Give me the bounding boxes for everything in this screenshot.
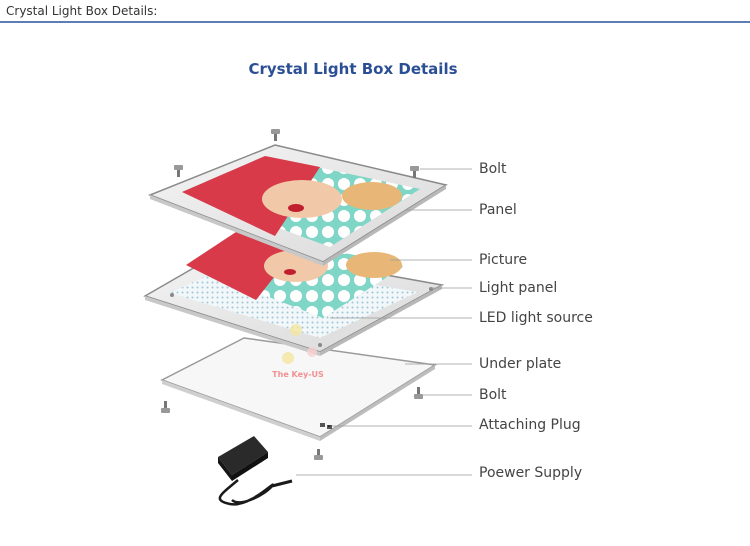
label-power-supply: Poewer Supply: [479, 465, 583, 481]
panel: [147, 144, 448, 266]
leader-lines: [296, 168, 472, 476]
picture: [186, 232, 406, 318]
label-light-panel: Light panel: [479, 280, 558, 296]
label-led-light-source: LED light source: [479, 310, 593, 326]
page-title: Crystal Light Box Details: [248, 60, 458, 78]
under-plate: [160, 337, 438, 441]
power-supply-icon: [218, 436, 293, 506]
label-under-plate: Under plate: [479, 356, 562, 372]
bolt-icon: [271, 129, 280, 141]
label-attaching-plug: Attaching Plug: [479, 417, 581, 433]
header-bar: Crystal Light Box Details:: [0, 0, 750, 23]
label-panel: Panel: [479, 202, 517, 218]
watermark-text: The Key-US: [272, 370, 324, 379]
header-title: Crystal Light Box Details:: [6, 4, 158, 18]
bolt-icon: [314, 449, 323, 460]
bolt-icon: [410, 166, 419, 178]
bolt-icon: [414, 387, 423, 399]
label-bolt-top: Bolt: [479, 161, 507, 177]
watermark: [282, 324, 317, 364]
bolt-icon: [161, 401, 170, 413]
label-picture: Picture: [479, 252, 528, 268]
label-bolt-bottom: Bolt: [479, 387, 507, 403]
bolt-icon: [174, 165, 183, 177]
